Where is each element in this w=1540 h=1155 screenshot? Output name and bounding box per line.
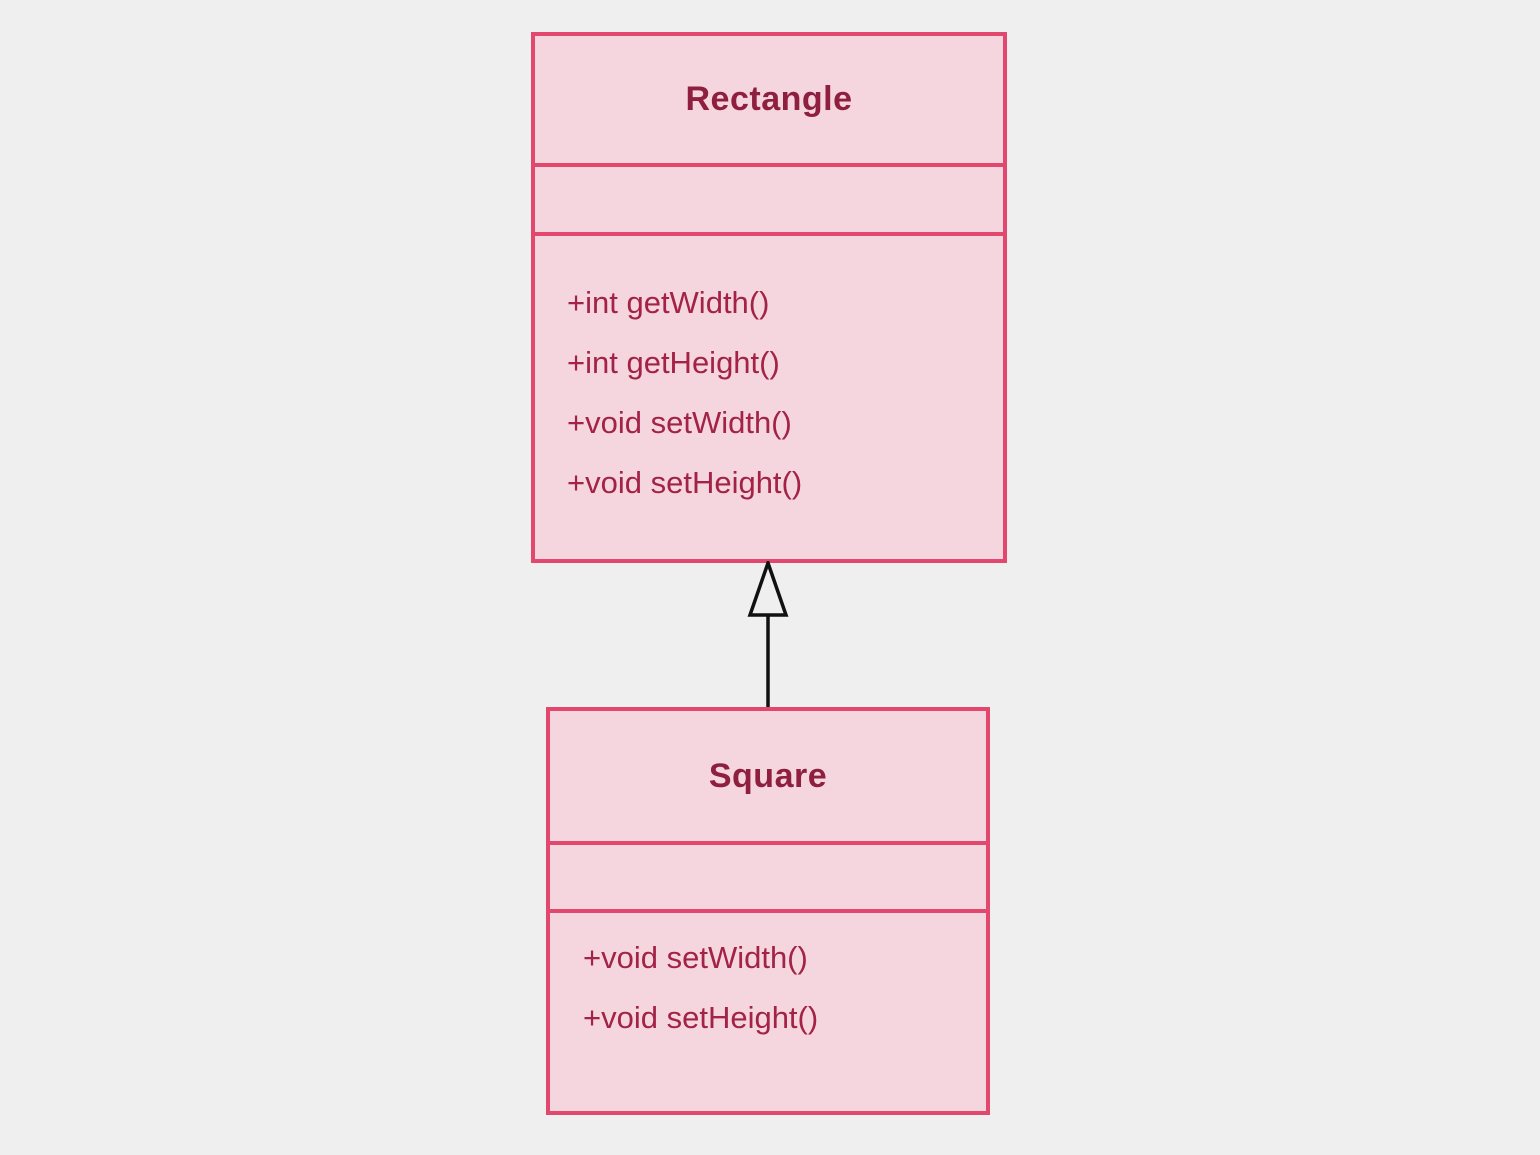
rectangle-title-compartment: Rectangle (535, 36, 1003, 167)
method-item: +int getHeight() (567, 345, 780, 380)
square-class-name: Square (708, 756, 828, 795)
class-box-rectangle[interactable]: Rectangle +int getWidth() +int getHeight… (531, 32, 1007, 563)
method-item: +void setWidth() (567, 405, 792, 440)
method-item: +int getWidth() (567, 285, 770, 320)
square-methods-compartment: +void setWidth() +void setHeight() (550, 913, 986, 1111)
rectangle-methods-compartment: +int getWidth() +int getHeight() +void s… (535, 236, 1003, 559)
method-item: +void setWidth() (583, 940, 808, 975)
generalization-arrow (747, 561, 789, 709)
hollow-triangle-arrowhead-icon (747, 561, 789, 617)
rectangle-class-name: Rectangle (685, 80, 853, 118)
rectangle-attributes-compartment (535, 167, 1003, 236)
method-item: +void setHeight() (583, 1000, 819, 1035)
square-attributes-compartment (550, 845, 986, 913)
square-title-compartment: Square (550, 711, 986, 845)
method-item: +void setHeight() (567, 465, 803, 500)
class-box-square[interactable]: Square +void setWidth() +void setHeight(… (546, 707, 990, 1115)
